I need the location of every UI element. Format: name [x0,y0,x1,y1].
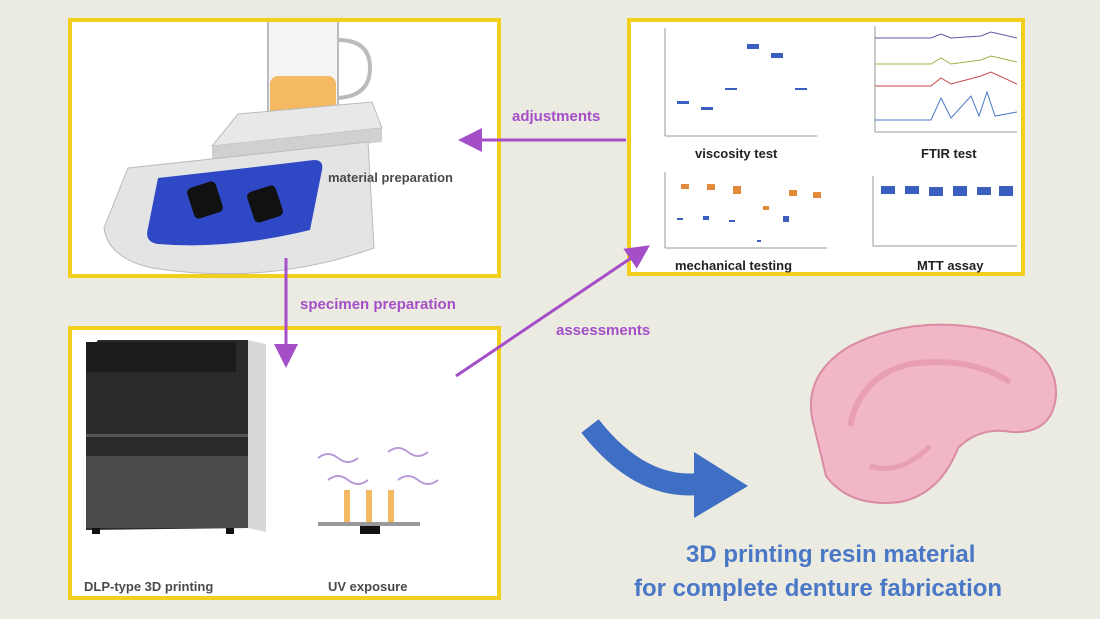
dlp-printing-label: DLP-type 3D printing [84,579,214,594]
title-line-2: for complete denture fabrication [634,575,1003,602]
assessments-label: assessments [556,322,651,339]
title-line-1: 3D printing resin material [686,541,976,568]
ftir-plot [874,26,1018,133]
printing-panel: DLP-type 3D printing UV exposure [68,326,501,600]
dlp-printer-icon [86,340,266,534]
specimen-preparation-label: specimen preparation [300,296,456,313]
adjustments-label: adjustments [512,108,601,125]
material-preparation-label: material preparation [328,170,453,185]
viscosity-test-label: viscosity test [695,146,778,161]
uv-exposure-label: UV exposure [328,579,408,594]
mtt-assay-label: MTT assay [917,258,984,273]
uv-exposure-icon [317,447,439,534]
mtt-assay-plot [872,176,1017,247]
fabrication-arrow [581,419,702,496]
denture-icon [810,323,1058,504]
viscosity-plot [664,28,817,137]
material-preparation-panel: material preparation [68,18,501,278]
mechanical-testing-plot [664,172,827,249]
ftir-test-label: FTIR test [921,146,977,161]
assessments-panel: viscosity test FTIR test mechanical test… [627,18,1025,276]
hotplate-icon [103,22,383,275]
mechanical-testing-label: mechanical testing [675,258,793,273]
